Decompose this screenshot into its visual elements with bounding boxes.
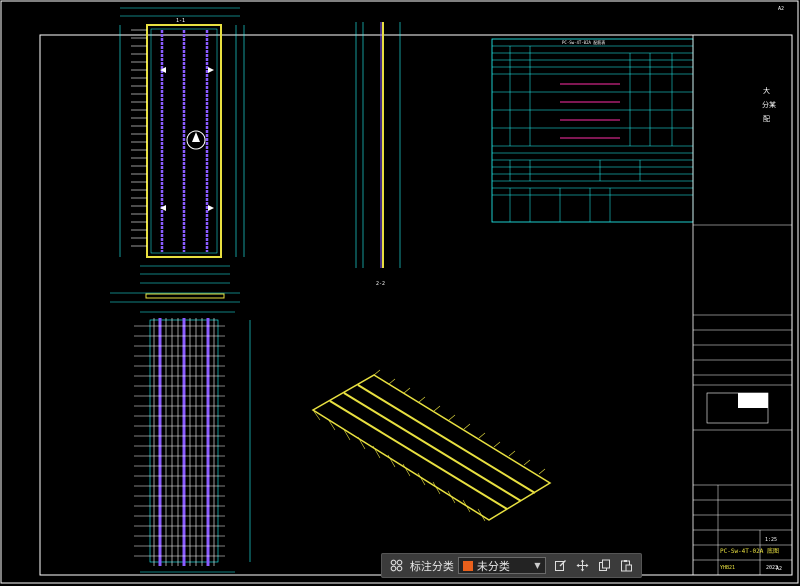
title-line-2: 分某 (762, 100, 776, 109)
title-line-1: 大 (763, 86, 770, 95)
drawing-number: YHB21 (720, 565, 735, 571)
annotation-category-label: 标注分类 (409, 559, 454, 573)
annotation-toolbar: 标注分类 未分类 ▼ (381, 553, 642, 578)
edit-icon[interactable] (553, 557, 569, 575)
scale-text: 1:25 (765, 537, 777, 543)
section-2-label: 2-2 (376, 281, 385, 287)
grid-icon[interactable] (389, 557, 405, 575)
section-view-2: 2-2 (355, 22, 401, 287)
plan-view: 1-1 (119, 7, 245, 284)
isometric-view (311, 369, 552, 522)
category-color-swatch (462, 560, 473, 571)
sheet-number-bottom: A2 (776, 566, 782, 572)
title-line-3: 配 (763, 115, 770, 123)
sheet-number-top: A2 (778, 6, 784, 12)
copy-icon[interactable] (596, 557, 612, 575)
plan-view-label: 1-1 (176, 18, 185, 24)
drawing-date: 2023 (766, 565, 778, 571)
chevron-down-icon: ▼ (534, 561, 541, 570)
category-select[interactable]: 未分类 ▼ (457, 557, 546, 574)
rebar-table: PC-Sw-4T-02A 配筋表 (491, 38, 694, 223)
sheet-inner-border (39, 34, 793, 576)
paste-icon[interactable] (618, 557, 634, 575)
table-title: PC-Sw-4T-02A 配筋表 (562, 39, 605, 45)
category-select-value: 未分类 (476, 559, 510, 573)
title-block: 大 分某 配 1:25 PC-Sw-4T-02A 底图 YHB21 2023 (692, 35, 792, 575)
section-view-1 (110, 292, 240, 303)
drawing-name: PC-Sw-4T-02A 底图 (720, 547, 779, 555)
move-icon[interactable] (574, 557, 590, 575)
rebar-view (134, 311, 251, 573)
